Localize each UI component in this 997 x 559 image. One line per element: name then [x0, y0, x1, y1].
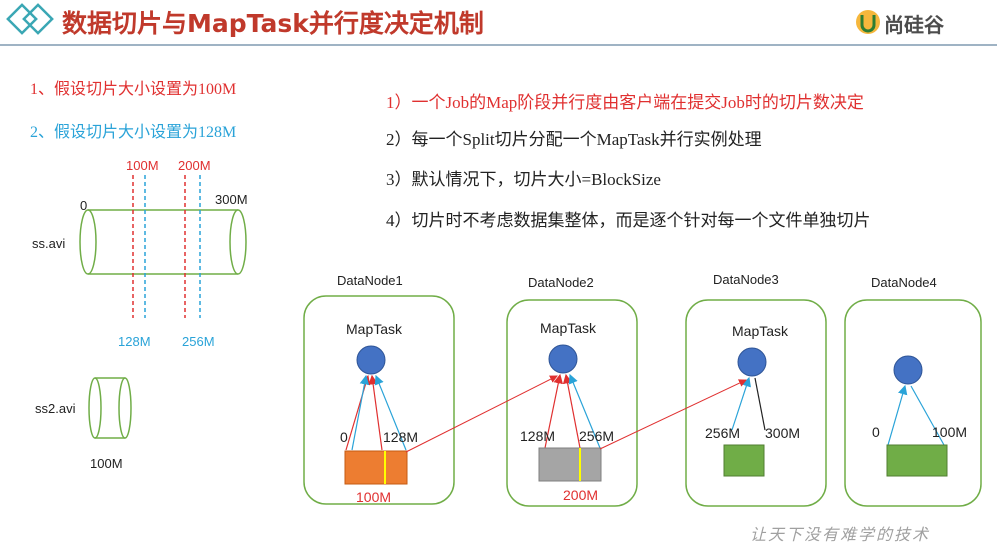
datanode-1-maptask-node — [356, 345, 386, 375]
datanode-1-block — [344, 450, 408, 485]
datanode-3-left-label: 256M — [705, 425, 740, 441]
case-128m-label: 2、假设切片大小设置为128M — [30, 124, 237, 141]
header: 数据切片与MapTask并行度决定机制 尚硅谷 — [0, 0, 997, 44]
datanode-1-block-label: 100M — [356, 489, 391, 505]
datanode-4-box — [844, 299, 982, 507]
file-ss-avi-name: ss.avi — [32, 236, 65, 251]
datanode-1-right-label: 128M — [383, 429, 418, 445]
datanode-2-block-label: 200M — [563, 487, 598, 503]
file-ss-avi-cylinder — [79, 209, 247, 275]
page-title: 数据切片与MapTask并行度决定机制 — [62, 9, 484, 38]
datanode-3-maptask-node — [737, 347, 767, 377]
file-ss-avi-start: 0 — [80, 198, 87, 213]
datanode-2-left-label: 128M — [520, 428, 555, 444]
file-ss-avi-end: 300M — [215, 192, 248, 207]
datanode-3-right-label: 300M — [765, 425, 800, 441]
datanode-4-maptask-node — [893, 355, 923, 385]
split-label-200m: 200M — [178, 158, 211, 173]
datanode-3-maptask-label: MapTask — [732, 323, 789, 339]
datanode-2-box — [506, 299, 638, 507]
file-ss2-avi-cylinder — [88, 377, 132, 439]
footer-slogan: 让天下没有难学的技术 — [750, 525, 931, 544]
rule-item-3: 3）默认情况下，切片大小=BlockSize — [386, 170, 661, 189]
datanode-2-right-label: 256M — [579, 428, 614, 444]
datanode-3-title: DataNode3 — [713, 272, 779, 287]
cross-split-arrow-2 — [599, 379, 747, 450]
rule-item-2: 2）每一个Split切片分配一个MapTask并行实例处理 — [386, 130, 762, 149]
datanode-2-maptask-node — [548, 344, 578, 374]
split-label-128m: 128M — [118, 334, 151, 349]
file-ss2-avi-size: 100M — [90, 456, 123, 471]
brand-name: 尚硅谷 — [884, 13, 944, 37]
datanode-2-maptask-label: MapTask — [540, 320, 597, 336]
split-label-256m: 256M — [182, 334, 215, 349]
split-label-100m: 100M — [126, 158, 159, 173]
datanode-4-title: DataNode4 — [871, 275, 937, 290]
datanode-3-box — [685, 299, 827, 507]
datanode-4-left-label: 0 — [872, 424, 880, 440]
case-100m-label: 1、假设切片大小设置为100M — [30, 81, 237, 98]
datanode-1-title: DataNode1 — [337, 273, 403, 288]
datanode-4-right-label: 100M — [932, 424, 967, 440]
datanode-1-box — [303, 295, 455, 505]
cross-split-arrow-1 — [405, 375, 558, 453]
rule-item-4: 4）切片时不考虑数据集整体，而是逐个针对每一个文件单独切片 — [386, 211, 871, 230]
file-ss2-avi-name: ss2.avi — [35, 401, 76, 416]
datanode-4-block — [886, 444, 948, 477]
datanode-1-left-label: 0 — [340, 429, 348, 445]
datanode-1-maptask-label: MapTask — [346, 321, 403, 337]
header-divider — [0, 44, 997, 46]
datanode-2-title: DataNode2 — [528, 275, 594, 290]
datanode-2-block — [538, 447, 602, 482]
diamond-logo-icon — [6, 3, 54, 35]
datanode-3-block — [723, 444, 765, 477]
brand-logo-icon — [856, 10, 880, 34]
rule-item-1: 1）一个Job的Map阶段并行度由客户端在提交Job时的切片数决定 — [386, 93, 864, 112]
